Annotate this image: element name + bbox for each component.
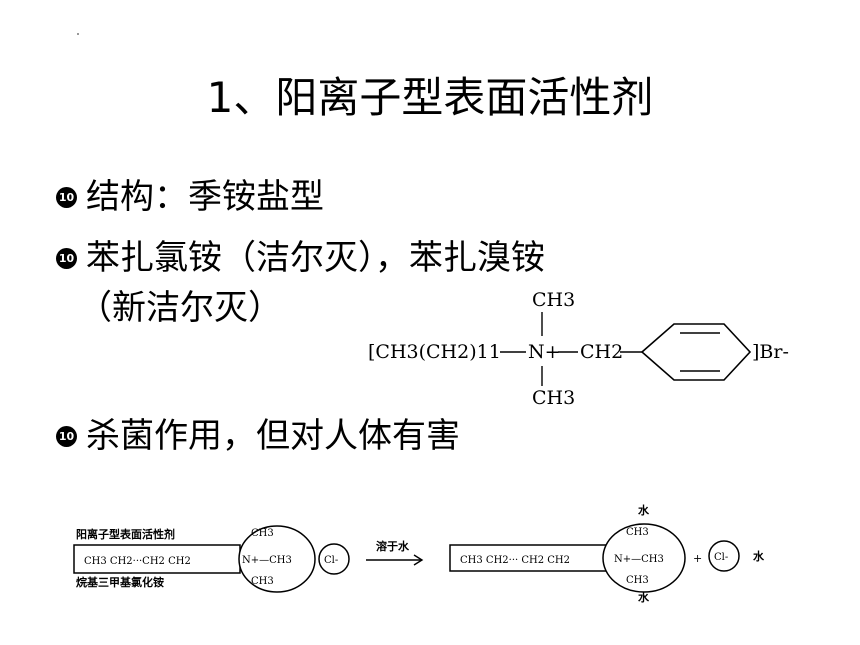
surfactant-diagram: 阳离子型表面活性剂 CH3 CH2···CH2 CH2 烷基三甲基氯化铵 CH3… <box>73 503 765 604</box>
right-head-top: CH3 <box>626 527 649 538</box>
formula-ch2: CH2 <box>580 341 623 363</box>
stray-dot <box>77 33 79 35</box>
bullet-structure: 10 结构：季铵盐型 <box>56 175 324 219</box>
bullet-marker-icon: 10 <box>56 247 77 269</box>
formula-ch3-bottom: CH3 <box>532 387 575 409</box>
bullet-marker-icon: 10 <box>56 425 77 447</box>
bullet-marker-icon: 10 <box>56 186 77 208</box>
water-bottom: 水 <box>638 590 650 604</box>
right-ion: Cl- <box>714 552 728 563</box>
bullet-text: 结构：季铵盐型 <box>86 177 324 217</box>
formula-chain: [CH3(CH2)11 <box>368 341 501 363</box>
right-head-circle <box>602 523 686 593</box>
diagram-label-top: 阳离子型表面活性剂 <box>76 527 175 541</box>
formula-ch3-top: CH3 <box>532 289 575 311</box>
water-top: 水 <box>638 503 650 517</box>
formula-nitrogen: N+ <box>528 341 561 363</box>
left-head-top: CH3 <box>251 528 274 539</box>
left-head-circle <box>238 525 316 593</box>
right-head-bottom: CH3 <box>626 575 649 586</box>
right-ion-circle <box>708 540 740 572</box>
bullet-continuation: （新洁尔灭） <box>78 288 282 328</box>
arrow-right-icon <box>366 554 424 566</box>
arrow-label: 溶于水 <box>376 539 410 553</box>
bullet-text: 杀菌作用，但对人体有害 <box>86 416 460 456</box>
formula-counter-ion: ]Br- <box>752 341 789 363</box>
benzalkonium-formula: CH3 [CH3(CH2)11 N+ CH2 ]Br- CH3 <box>368 289 789 409</box>
left-ion: Cl- <box>324 555 338 566</box>
left-head-center: N+—CH3 <box>242 555 292 566</box>
left-head-bottom: CH3 <box>251 576 274 587</box>
right-head-center: N+—CH3 <box>614 554 664 565</box>
bullet-text: 苯扎氯铵（洁尔灭），苯扎溴铵 <box>86 238 545 278</box>
slide-title: 1、阳离子型表面活性剂 <box>206 73 654 122</box>
right-chain: CH3 CH2··· CH2 CH2 <box>460 555 570 566</box>
plus-sign: + <box>693 552 702 565</box>
water-right: 水 <box>753 549 765 563</box>
bullet-effect: 10 杀菌作用，但对人体有害 <box>56 414 460 458</box>
bullet-compounds: 10 苯扎氯铵（洁尔灭），苯扎溴铵 <box>56 236 545 280</box>
left-chain: CH3 CH2···CH2 CH2 <box>84 556 191 567</box>
left-ion-circle <box>318 543 350 575</box>
benzene-ring-icon <box>640 323 752 381</box>
diagram-label-bottom: 烷基三甲基氯化铵 <box>76 575 164 589</box>
